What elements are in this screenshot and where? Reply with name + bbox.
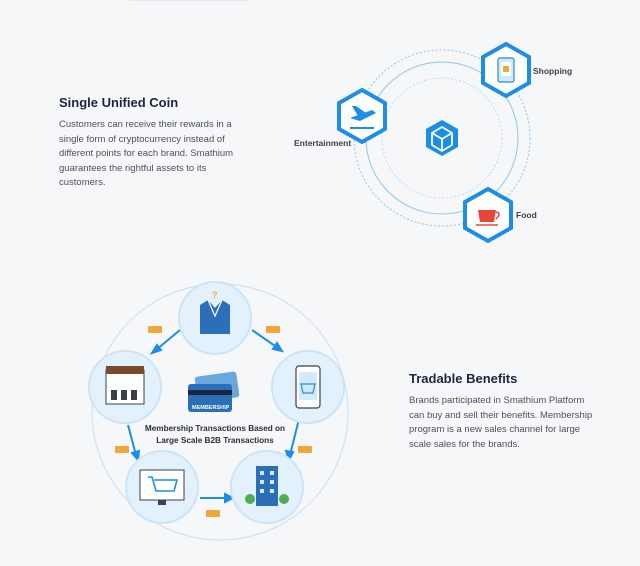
cycle-arrows <box>127 329 301 504</box>
entertainment-airplane-icon <box>337 87 387 145</box>
cycle-ring <box>91 283 349 541</box>
food-coffee-icon <box>463 186 513 244</box>
section-title: Single Unified Coin <box>59 95 179 110</box>
smathium-coin-icon <box>426 120 458 156</box>
top-divider <box>130 0 250 1</box>
svg-text:?: ? <box>212 290 218 300</box>
entertainment-label: Entertainment <box>294 138 351 148</box>
node-shopping-cart <box>125 450 199 524</box>
food-label: Food <box>516 210 537 220</box>
shopping-label: Shopping <box>533 66 572 76</box>
node-clothing: ? <box>178 281 252 355</box>
shopping-icon <box>481 41 531 99</box>
membership-card-label: MEMBERSHIP <box>192 405 230 411</box>
node-mobile <box>271 350 345 424</box>
center-caption-line1: Membership Transactions Based on <box>145 424 285 433</box>
center-caption-line2: Large Scale B2B Transactions <box>156 436 274 445</box>
single-unified-coin-section: Single Unified Coin Customers can receiv… <box>59 95 239 191</box>
section-description: Customers can receive their rewards in a… <box>59 119 234 188</box>
middle-ring <box>365 61 519 215</box>
node-building <box>230 450 304 524</box>
membership-card-icon: MEMBERSHIP <box>188 371 240 412</box>
coin-tokens <box>115 326 312 517</box>
section-title: Tradable Benefits <box>409 371 518 386</box>
tradable-benefits-section: Tradable Benefits Brands participated in… <box>409 371 599 452</box>
node-store <box>88 350 162 424</box>
inner-ring <box>381 77 503 199</box>
section-description: Brands participated in Smathium Platform… <box>409 395 593 450</box>
outer-ring <box>353 49 531 227</box>
